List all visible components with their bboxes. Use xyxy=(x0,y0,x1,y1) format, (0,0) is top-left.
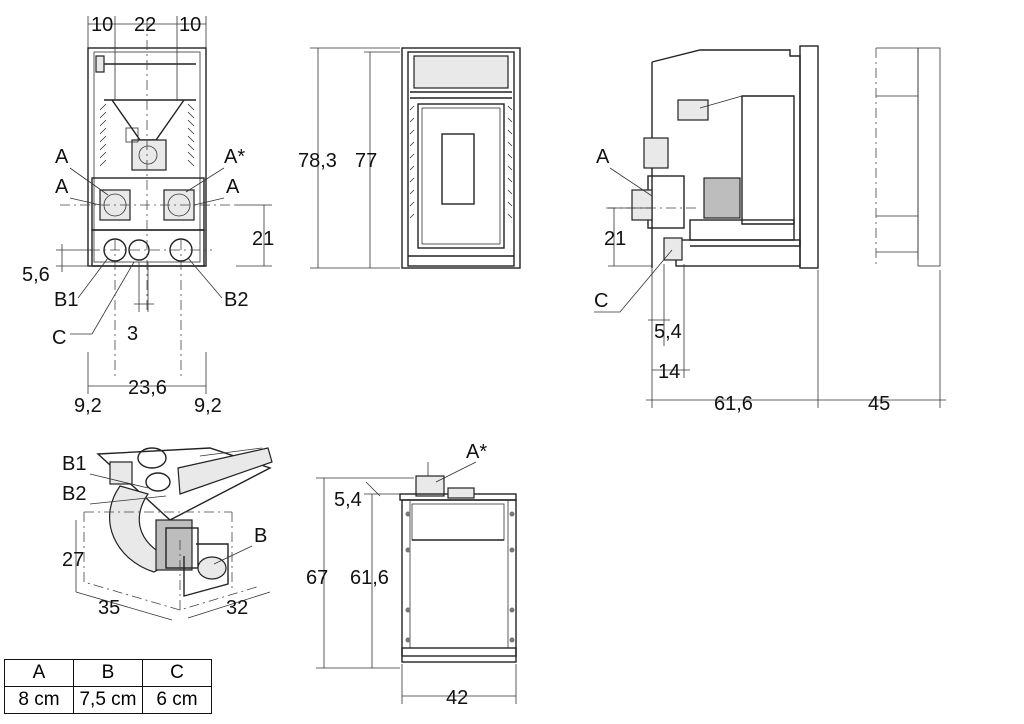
front-label-c: C xyxy=(52,327,66,349)
legend-value-a: 8 cm xyxy=(4,686,74,714)
center-dim-77: 77 xyxy=(355,150,377,172)
legend-header-c: C xyxy=(142,659,212,687)
side-dim-45: 45 xyxy=(868,393,890,415)
front-top-dim-center: 22 xyxy=(134,14,156,36)
front-label-b2: B2 xyxy=(224,289,248,311)
top-dim-61-6: 61,6 xyxy=(350,567,389,589)
iso-label-b1: B1 xyxy=(62,453,86,475)
iso-view: B1 B2 B 27 35 32 xyxy=(62,447,273,621)
front-dim-3: 3 xyxy=(127,323,138,345)
front-view: 10 22 10 A A A* A 21 5,6 B1 B2 C 3 xyxy=(22,14,274,417)
front-label-a-right: A xyxy=(226,176,240,198)
iso-label-b2: B2 xyxy=(62,483,86,505)
front-dim-height-21: 21 xyxy=(252,228,274,250)
front-label-a-star: A* xyxy=(224,146,245,168)
top-dim-67: 67 xyxy=(306,567,328,589)
top-dim-42: 42 xyxy=(446,687,468,709)
connection-size-legend: A B C 8 cm 7,5 cm 6 cm xyxy=(4,659,212,714)
center-dim-78-3: 78,3 xyxy=(298,150,337,172)
iso-dim-32: 32 xyxy=(226,597,248,619)
side-view: A C 21 5,4 14 61,6 45 xyxy=(594,45,946,415)
legend-header-b: B xyxy=(73,659,143,687)
legend-value-c: 6 cm xyxy=(142,686,212,714)
side-dim-14: 14 xyxy=(658,361,680,383)
front-label-b1: B1 xyxy=(54,289,78,311)
front-top-dim-right: 10 xyxy=(179,14,201,36)
legend-value-row: 8 cm 7,5 cm 6 cm xyxy=(4,686,212,714)
front-dim-23-6: 23,6 xyxy=(128,377,167,399)
legend-header-row: A B C xyxy=(4,659,212,687)
side-dim-61-6: 61,6 xyxy=(714,393,753,415)
front-label-a-upper-left: A xyxy=(55,146,69,168)
front-dim-9-2-right: 9,2 xyxy=(194,395,222,417)
center-front-view: 78,3 77 xyxy=(298,47,521,269)
front-dim-5-6: 5,6 xyxy=(22,264,50,286)
side-dim-21: 21 xyxy=(604,228,626,250)
side-label-a: A xyxy=(596,146,610,168)
side-dim-5-4: 5,4 xyxy=(654,321,682,343)
iso-dim-27: 27 xyxy=(62,549,84,571)
front-top-dim-left: 10 xyxy=(91,14,113,36)
side-label-c: C xyxy=(594,290,608,312)
iso-label-b: B xyxy=(254,525,267,547)
legend-value-b: 7,5 cm xyxy=(73,686,143,714)
top-view: A* 5,4 67 61,6 42 xyxy=(306,441,517,709)
top-dim-5-4: 5,4 xyxy=(334,489,362,511)
front-label-a-lower-left: A xyxy=(55,176,69,198)
top-label-a-star: A* xyxy=(466,441,487,463)
legend-header-a: A xyxy=(4,659,74,687)
front-dim-9-2-left: 9,2 xyxy=(74,395,102,417)
iso-dim-35: 35 xyxy=(98,597,120,619)
